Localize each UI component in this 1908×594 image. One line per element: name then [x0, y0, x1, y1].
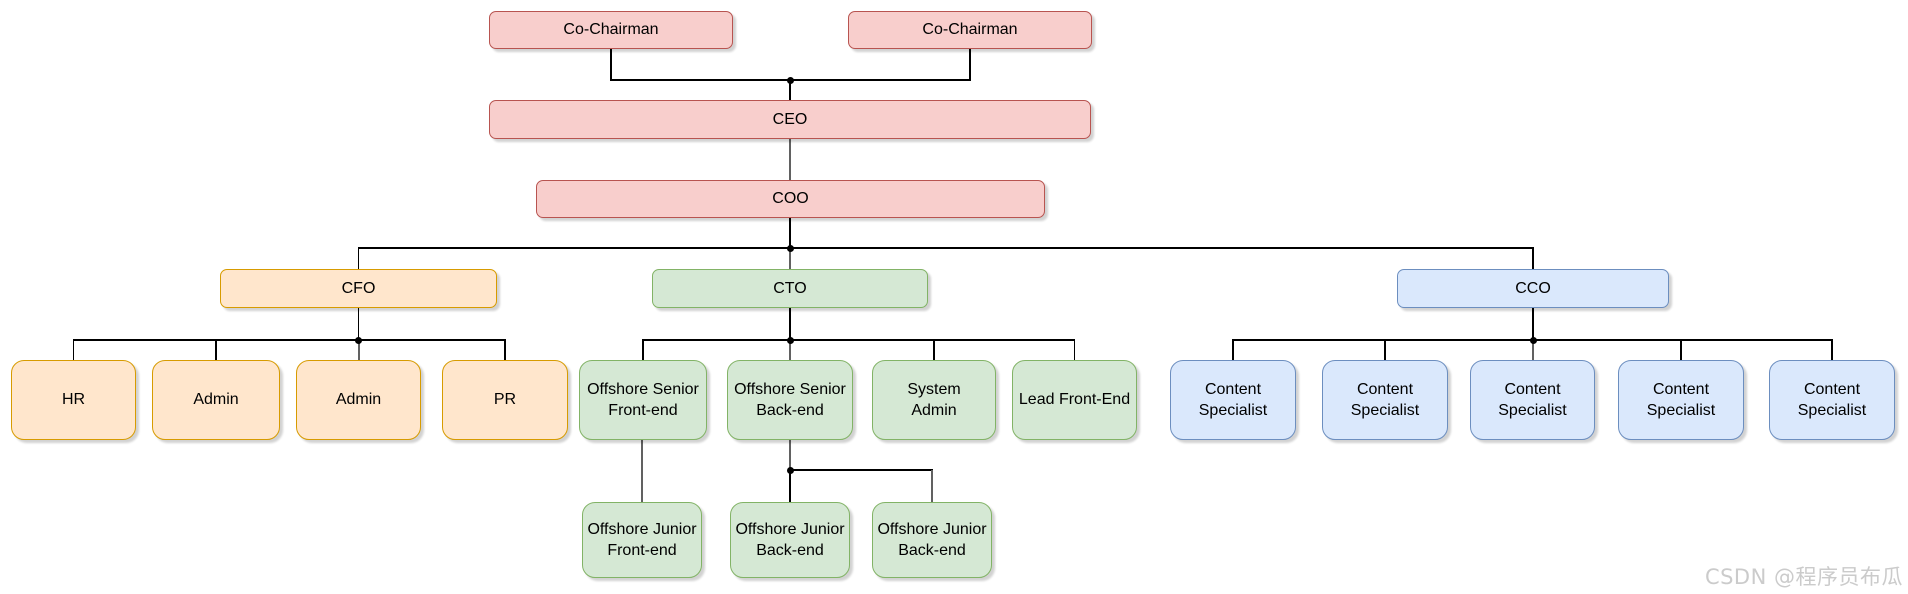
- connector-line: [1532, 340, 1534, 360]
- org-node-admin-2: Admin: [296, 360, 421, 440]
- org-node-label: Admin: [193, 391, 239, 409]
- org-node-label: System Admin: [907, 380, 961, 419]
- junction-dot: [786, 244, 794, 252]
- connector-line: [1831, 340, 1833, 360]
- org-node-content-specialist-5: Content Specialist: [1769, 360, 1895, 440]
- org-node-label: Content Specialist: [1350, 380, 1420, 419]
- connector-line: [789, 308, 791, 340]
- connector-line: [357, 340, 360, 360]
- org-node-label: Content Specialist: [1498, 380, 1567, 419]
- connector-line: [1532, 248, 1534, 269]
- connector-line: [789, 469, 933, 471]
- org-node-label: PR: [493, 391, 517, 409]
- org-node-label: Admin: [335, 391, 382, 409]
- org-node-label: Co-Chairman: [563, 21, 659, 39]
- connector-line: [1384, 340, 1386, 360]
- connector-line: [789, 139, 791, 180]
- org-node-admin-1: Admin: [152, 360, 280, 440]
- connector-line: [642, 339, 1076, 341]
- connector-line: [933, 340, 935, 360]
- org-node-label: Lead Front-End: [1018, 391, 1131, 409]
- connector-line: [969, 49, 971, 80]
- org-node-label: Offshore Senior Back-end: [734, 380, 846, 419]
- connector-line: [72, 340, 75, 360]
- org-node-offshore-junior-front-end: Offshore Junior Front-end: [582, 502, 702, 578]
- org-node-offshore-senior-front-end: Offshore Senior Front-end: [579, 360, 707, 440]
- connector-line: [357, 247, 1534, 249]
- connector-line: [641, 440, 643, 502]
- org-node-offshore-senior-back-end: Offshore Senior Back-end: [727, 360, 853, 440]
- org-node-label: HR: [61, 391, 86, 409]
- org-node-label: Content Specialist: [1646, 380, 1716, 419]
- org-node-label: Co-Chairman: [922, 21, 1018, 39]
- org-node-label: Offshore Junior Back-end: [735, 520, 845, 559]
- org-node-ceo: CEO: [489, 100, 1091, 139]
- junction-dot: [786, 336, 794, 344]
- org-node-label: Content Specialist: [1198, 380, 1268, 419]
- org-node-co-chairman-2: Co-Chairman: [848, 11, 1092, 49]
- org-node-cco: CCO: [1397, 269, 1669, 308]
- org-node-label: Content Specialist: [1797, 380, 1867, 419]
- junction-dot: [786, 76, 794, 84]
- connector-line: [72, 339, 506, 341]
- org-node-lead-front-end: Lead Front-End: [1012, 360, 1137, 440]
- org-node-label: Offshore Junior Front-end: [587, 520, 697, 559]
- connector-line: [1073, 340, 1076, 360]
- org-node-label: CTO: [773, 279, 807, 297]
- connector-line: [789, 440, 791, 470]
- junction-dot: [786, 466, 794, 474]
- connector-line: [504, 340, 506, 360]
- connector-line: [642, 340, 644, 360]
- org-node-coo: COO: [536, 180, 1045, 218]
- connector-line: [1532, 308, 1534, 340]
- org-node-cfo: CFO: [220, 269, 497, 308]
- org-node-label: Offshore Senior Front-end: [587, 380, 699, 419]
- connector-line: [789, 470, 791, 502]
- org-node-label: CEO: [772, 110, 808, 128]
- junction-dot: [1529, 336, 1537, 344]
- junction-dot: [355, 336, 362, 344]
- org-node-content-specialist-4: Content Specialist: [1618, 360, 1744, 440]
- connector-line: [215, 340, 217, 360]
- org-node-cto: CTO: [652, 269, 928, 308]
- org-node-pr: PR: [442, 360, 568, 440]
- org-node-content-specialist-1: Content Specialist: [1170, 360, 1296, 440]
- org-node-label: COO: [772, 190, 809, 208]
- connector-line: [789, 340, 791, 360]
- csdn-watermark: CSDN @程序员布瓜: [1704, 565, 1903, 589]
- org-node-label: CCO: [1515, 279, 1551, 297]
- org-node-offshore-junior-back-end-2: Offshore Junior Back-end: [872, 502, 992, 578]
- org-node-label: CFO: [341, 279, 376, 297]
- org-node-label: Offshore Junior Back-end: [877, 520, 987, 559]
- connector-line: [931, 470, 933, 502]
- connector-line: [357, 308, 360, 340]
- org-node-offshore-junior-back-end-1: Offshore Junior Back-end: [730, 502, 850, 578]
- org-node-co-chairman-1: Co-Chairman: [489, 11, 733, 49]
- connector-line: [789, 80, 791, 100]
- org-node-hr: HR: [11, 360, 136, 440]
- connector-line: [1680, 340, 1682, 360]
- connector-line: [1232, 340, 1234, 360]
- connector-line: [610, 49, 612, 80]
- org-node-content-specialist-3: Content Specialist: [1470, 360, 1595, 440]
- connector-line: [789, 218, 791, 248]
- org-node-system-admin: System Admin: [872, 360, 996, 440]
- org-node-content-specialist-2: Content Specialist: [1322, 360, 1448, 440]
- connector-line: [789, 248, 791, 269]
- connector-line: [357, 248, 360, 269]
